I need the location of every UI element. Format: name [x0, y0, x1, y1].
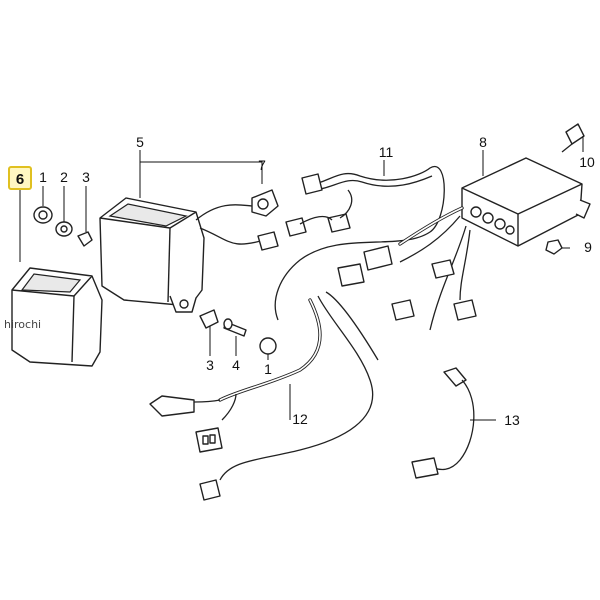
callout-9: 9 — [584, 239, 592, 255]
connector-12-b — [195, 427, 223, 453]
part-3-bracket — [199, 309, 219, 329]
callout-3a: 3 — [82, 169, 90, 185]
callout-6-highlight — [8, 166, 32, 190]
part-1-grommet — [33, 206, 53, 224]
connector-11-c — [327, 213, 351, 233]
part-1-cap — [259, 337, 277, 355]
watermark-text: hirochi — [4, 318, 42, 331]
connector-center-e — [453, 299, 477, 321]
callout-11: 11 — [379, 144, 394, 160]
callout-6: 6 — [16, 171, 24, 188]
callout-12: 12 — [292, 411, 308, 427]
callout-2: 2 — [60, 169, 68, 185]
part-3-clip — [77, 231, 93, 247]
part-9-nut — [545, 239, 563, 255]
connector-12-c — [199, 479, 221, 501]
part-2-washer — [55, 221, 73, 237]
connector-center-large — [363, 245, 393, 271]
part-4-screw — [223, 318, 247, 337]
connector-small-a — [257, 231, 279, 251]
callout-13: 13 — [504, 412, 520, 428]
callout-4: 4 — [232, 357, 240, 373]
callout-1b: 1 — [264, 361, 272, 377]
part-6-cover — [11, 267, 103, 367]
part-5-housing — [99, 197, 205, 313]
part-10-sensor — [561, 123, 585, 153]
part-8-module — [461, 157, 591, 247]
connector-center-c — [431, 259, 455, 279]
connector-12-a — [149, 395, 195, 417]
part-7-socket — [251, 189, 279, 217]
callout-5: 5 — [136, 134, 144, 150]
callout-8: 8 — [479, 134, 487, 150]
callout-7: 7 — [258, 157, 266, 173]
part-13-ground-cable — [411, 367, 475, 479]
callout-10: 10 — [579, 154, 595, 170]
connector-11-b — [285, 217, 307, 237]
connector-center-b — [337, 263, 365, 287]
callout-1a: 1 — [39, 169, 47, 185]
connector-11-a — [301, 173, 323, 195]
connector-center-d — [391, 299, 415, 321]
callout-3b: 3 — [206, 357, 214, 373]
